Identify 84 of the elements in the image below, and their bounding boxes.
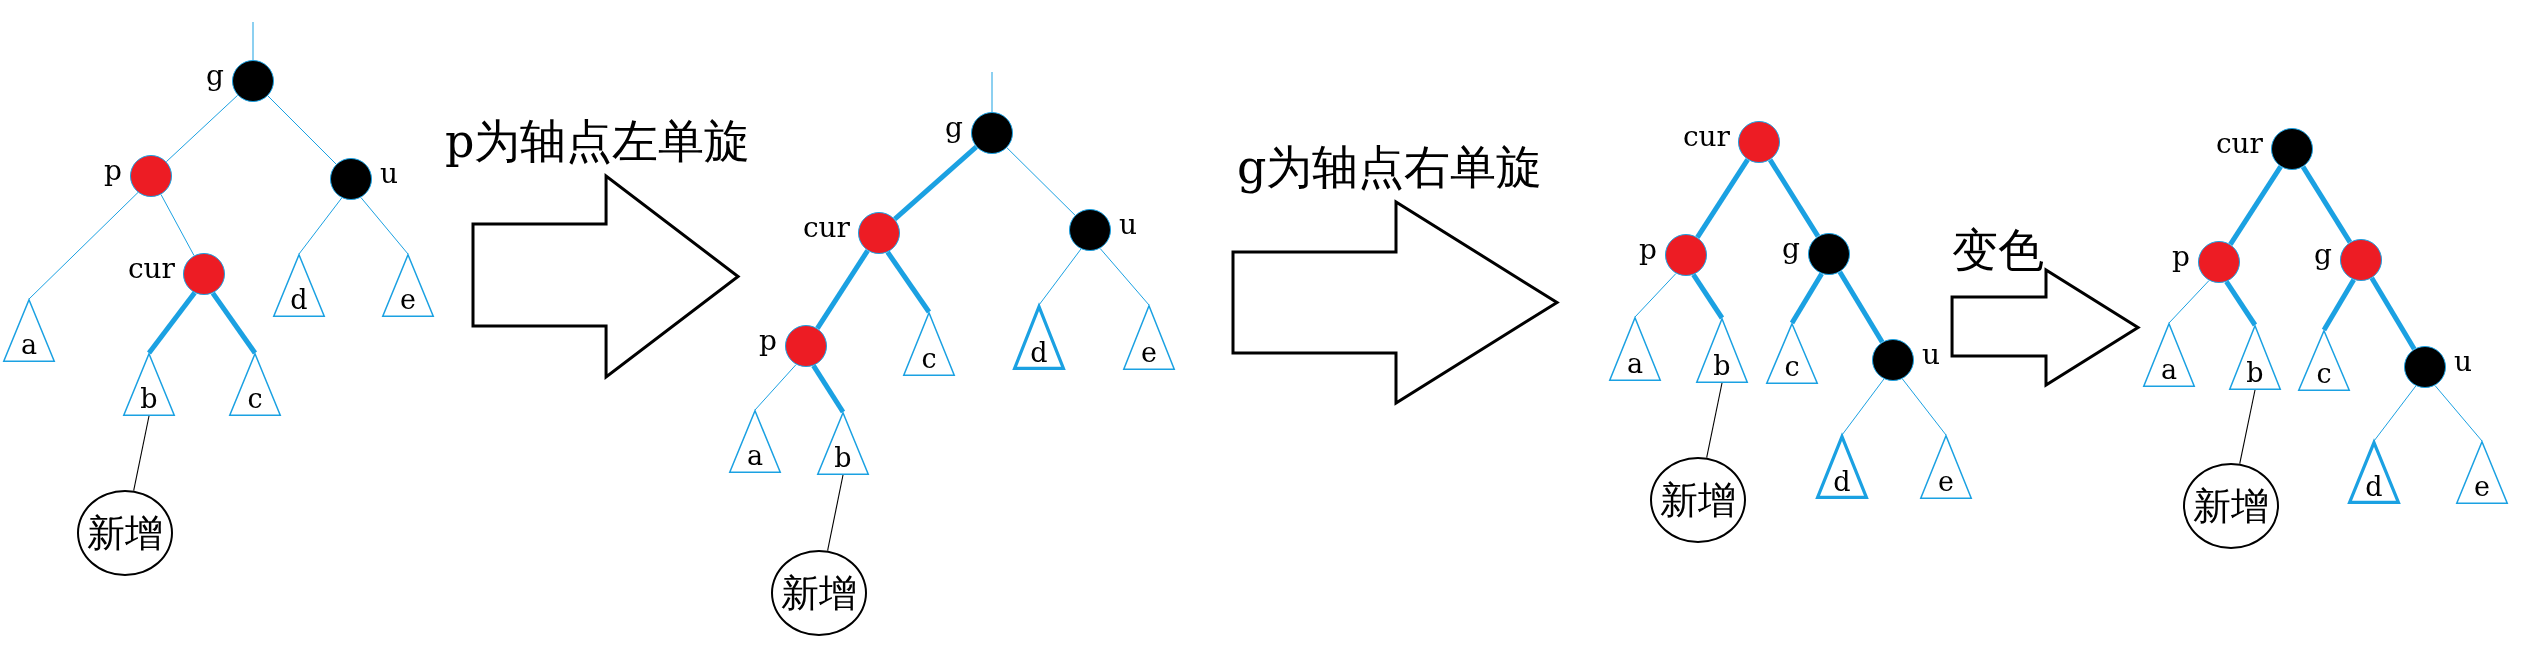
block-arrow	[471, 172, 741, 381]
tree-edge	[1099, 247, 1150, 306]
root-line	[991, 71, 993, 113]
tree-edge	[885, 250, 932, 314]
subtree-triangle: c	[1766, 323, 1818, 384]
subtree-triangle: a	[729, 410, 781, 473]
node-label: p	[1639, 235, 1657, 265]
node-label: cur	[127, 254, 175, 284]
subtree-triangle: d	[2348, 441, 2400, 504]
tree-edge	[1901, 378, 1947, 436]
tree-edge	[1789, 272, 1824, 325]
tree-edge	[1768, 158, 1820, 238]
tree-edge	[811, 364, 846, 414]
tree-edge	[1038, 248, 1082, 306]
new-node-ellipse: 新增	[2183, 463, 2279, 549]
leader-line	[133, 415, 150, 492]
tree-edge	[210, 291, 258, 355]
node-label: cur	[1682, 122, 1730, 152]
tree-edge	[1691, 273, 1725, 320]
node-label: u	[1119, 210, 1138, 240]
subtree-triangle: c	[2298, 330, 2350, 391]
new-node-ellipse: 新增	[771, 550, 867, 636]
node-label: p	[104, 156, 122, 186]
subtree-triangle: a	[1609, 317, 1661, 381]
subtree-triangle: e	[1123, 305, 1175, 370]
tree-edge	[2168, 280, 2210, 324]
tree-edge	[360, 197, 409, 255]
tree-edge	[165, 94, 239, 163]
leader-line	[1706, 382, 1723, 459]
tree-edge	[2373, 385, 2417, 442]
node-label: g	[2314, 240, 2332, 270]
node-label: p	[2172, 242, 2190, 272]
tree-edge	[893, 145, 978, 221]
tree-edge	[2369, 276, 2417, 351]
edge-label: g为轴点右单旋	[1237, 140, 1543, 194]
subtree-triangle: b	[2229, 325, 2281, 390]
tree-edge	[2434, 385, 2483, 442]
tree-edge	[2228, 165, 2283, 246]
tree-edge	[298, 197, 343, 255]
node-label: g	[945, 113, 963, 143]
leader-line	[2239, 389, 2256, 465]
subtree-triangle: d	[1816, 435, 1868, 499]
leader-line	[827, 474, 844, 552]
tree-edge	[1695, 158, 1750, 239]
tree-edge	[28, 192, 139, 300]
subtree-triangle: b	[817, 412, 869, 475]
block-arrow	[1231, 199, 1560, 406]
node-label: cur	[2215, 129, 2263, 159]
tree-edge	[815, 249, 870, 330]
node-label: g	[206, 61, 224, 91]
tree-edge	[267, 95, 337, 165]
new-node-ellipse: 新增	[1650, 457, 1746, 543]
tree-edge	[1837, 270, 1885, 344]
node-label: p	[759, 326, 777, 356]
subtree-triangle: d	[1013, 305, 1065, 370]
subtree-triangle: e	[382, 254, 434, 317]
tree-edge	[1006, 147, 1076, 216]
subtree-triangle: a	[2143, 323, 2195, 387]
tree-edge	[160, 193, 195, 257]
subtree-triangle: d	[273, 254, 325, 317]
node-label: u	[1922, 340, 1941, 370]
tree-edge	[1634, 272, 1677, 318]
tree-edge	[147, 291, 197, 355]
tree-edge	[2321, 278, 2356, 332]
edge-label: p为轴点左单旋	[445, 114, 751, 168]
new-node-ellipse: 新增	[77, 490, 173, 576]
edge-label: 变色	[1952, 223, 2044, 277]
subtree-triangle: c	[903, 312, 955, 376]
block-arrow	[1950, 267, 2141, 388]
node-label: g	[1782, 234, 1800, 264]
subtree-triangle: a	[3, 299, 55, 362]
subtree-triangle: b	[123, 353, 175, 416]
node-label: cur	[802, 213, 850, 243]
subtree-triangle: c	[229, 353, 281, 416]
tree-edge	[1841, 378, 1885, 436]
node-label: u	[2454, 347, 2473, 377]
tree-edge	[754, 364, 797, 411]
root-line	[252, 21, 254, 61]
subtree-triangle: b	[1696, 318, 1748, 383]
tree-edge	[2300, 165, 2353, 244]
subtree-triangle: e	[1920, 435, 1972, 499]
node-label: u	[380, 159, 399, 189]
subtree-triangle: e	[2456, 441, 2508, 504]
tree-edge	[2224, 280, 2258, 327]
